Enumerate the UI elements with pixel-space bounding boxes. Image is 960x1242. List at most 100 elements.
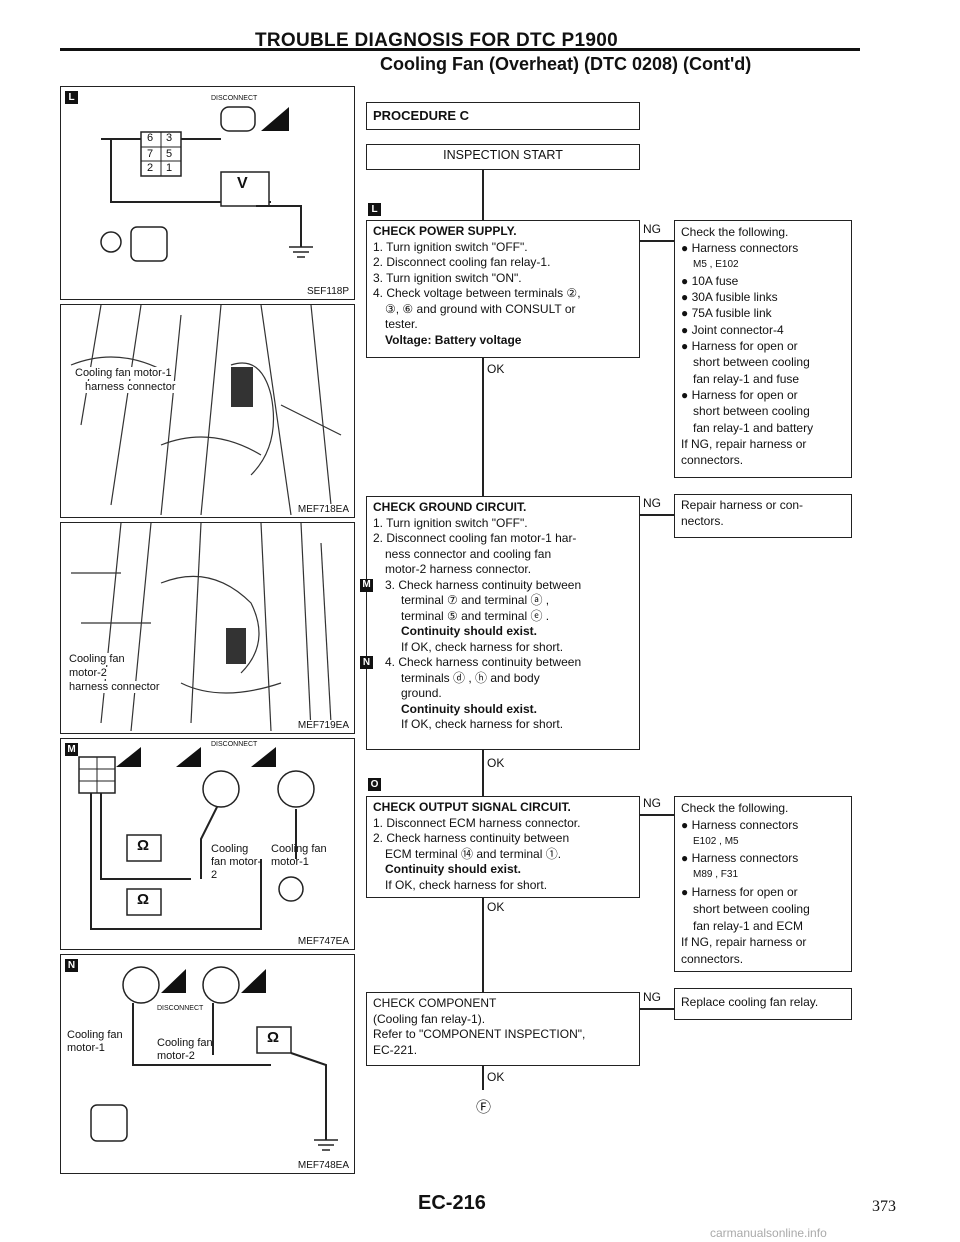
continuity-diagram-m: [78, 747, 315, 930]
step-line: 1. Turn ignition switch "OFF".: [373, 239, 528, 254]
panel-l-voltage-diagram: L 6 3 7 5 2 1 V DISCONNECT SEF118P: [60, 86, 355, 300]
ohmmeter-symbol-1: Ω: [137, 837, 150, 854]
step-line: 2. Check harness continuity between: [373, 831, 570, 845]
ng-line: short between cooling: [693, 355, 810, 370]
panel-tag: N: [65, 959, 78, 972]
terminal-3: 3: [166, 132, 173, 144]
ng-line: Repair harness or con-: [681, 498, 804, 512]
step-line: 1. Turn ignition switch "OFF".: [373, 515, 528, 530]
photo1-label-2: harness connector: [83, 381, 178, 393]
ng-line: ● 30A fusible links: [681, 290, 778, 305]
step-check-ground-circuit: CHECK GROUND CIRCUIT. 1. Turn ignition s…: [360, 496, 640, 750]
ng-arrow: [640, 514, 674, 516]
figure-code: MEF718EA: [295, 504, 351, 515]
ng-line: short between cooling: [693, 901, 810, 916]
terminal-2: 2: [147, 162, 154, 174]
engine-photo-1: [70, 305, 342, 515]
ohmmeter-symbol-2: Ω: [137, 891, 150, 908]
ng-line: connectors.: [681, 952, 744, 967]
ng-line: fan relay-1 and ECM: [693, 918, 804, 933]
ng-line: ● Harness for open or: [681, 339, 798, 354]
motor2-label: Cooling fan motor-2: [157, 1037, 213, 1062]
terminal-7: 7: [147, 148, 154, 160]
ng-connector-ids: M89 , F31: [693, 869, 739, 881]
connector-line: [482, 358, 484, 496]
step-tag-l: L: [368, 203, 381, 216]
ok-label: OK: [487, 1070, 505, 1084]
ng-label: NG: [643, 990, 661, 1004]
step-check-power-supply: CHECK POWER SUPPLY. 1. Turn ignition swi…: [366, 220, 640, 358]
step-line: If OK, check harness for short.: [401, 639, 564, 654]
step-line: ECM terminal ⑭ and terminal ①.: [385, 846, 562, 861]
step-line: 4. Check voltage between terminals ②,: [373, 286, 581, 300]
ng-arrow: [640, 1008, 674, 1010]
sub-tag-m: M: [360, 578, 373, 592]
connector-line: [482, 170, 484, 220]
sub-tag-n: N: [360, 656, 373, 669]
disconnect-label: DISCONNECT: [211, 741, 258, 748]
terminal-6: 6: [147, 132, 154, 144]
connector-line: [482, 750, 484, 796]
terminal-5: 5: [166, 148, 173, 160]
step-line: 1. Disconnect ECM harness connector.: [373, 815, 581, 830]
procedure-text: PROCEDURE C: [373, 108, 470, 123]
start-text: INSPECTION START: [443, 148, 563, 162]
ng-line: ● Harness for open or: [681, 387, 798, 402]
page-title: TROUBLE DIAGNOSIS FOR DTC P1900: [255, 30, 618, 51]
ng-arrow: [640, 240, 674, 242]
step-spec: Voltage: Battery voltage: [385, 332, 522, 347]
sub4-text: 4. Check harness continuity between: [385, 655, 582, 669]
step-line: tester.: [385, 317, 418, 331]
connector-line: [482, 898, 484, 992]
ng-line: If NG, repair harness or: [681, 436, 807, 451]
ok-label: OK: [487, 900, 505, 914]
ng-connector-ids: M5 , E102: [693, 258, 739, 270]
ng-line: ● Joint connector-4: [681, 322, 784, 337]
panel-m-continuity-diagram: M Ω Ω Cooling fan motor-2 Cooling fan mo…: [60, 738, 355, 950]
step-tag-o: O: [368, 778, 381, 791]
step-line: terminal ⑤ and terminal ⓔ .: [401, 608, 550, 623]
step-line: If OK, check harness for short.: [401, 717, 564, 731]
sub3-text: 3. Check harness continuity between: [385, 577, 582, 592]
step-line: terminal ⑦ and terminal ⓐ ,: [401, 593, 550, 607]
panel-photo-motor2-connector: Cooling fan motor-2 harness connector ME…: [60, 522, 355, 734]
step-line: (Cooling fan relay-1).: [373, 1011, 486, 1026]
panel-n-ground-diagram: N Ω Cooling fan motor-1 Cooling fan moto…: [60, 954, 355, 1174]
ng-line: Replace cooling fan relay.: [681, 995, 819, 1009]
step-title: CHECK OUTPUT SIGNAL CIRCUIT.: [373, 800, 571, 814]
inspection-start: INSPECTION START: [366, 144, 640, 170]
disconnect-label: DISCONNECT: [211, 95, 258, 102]
figure-code: MEF719EA: [295, 720, 351, 731]
page-subtitle: Cooling Fan (Overheat) (DTC 0208) (Cont'…: [380, 54, 752, 74]
ng-arrow: [640, 814, 674, 816]
motor2-label: Cooling fan motor-2: [211, 843, 262, 881]
ng-line: ● Harness connectors: [681, 817, 799, 832]
ng-check-list-1: Check the following. ● Harness connector…: [674, 220, 852, 478]
photo2-label-1: Cooling fan: [67, 653, 127, 665]
panel-photo-motor1-connector: Cooling fan motor-1 harness connector ME…: [60, 304, 355, 518]
ok-label: OK: [487, 756, 505, 770]
step-line: ③, ⑥ and ground with CONSULT or: [385, 301, 576, 316]
page-number: 373: [872, 1198, 896, 1215]
step-line: ground.: [401, 686, 442, 700]
ng-line: connectors.: [681, 453, 744, 468]
step-line: EC-221.: [373, 1042, 418, 1057]
panel-tag: M: [65, 743, 78, 756]
step-line: motor-2 harness connector.: [385, 562, 532, 576]
step-title: CHECK POWER SUPPLY.: [373, 224, 517, 238]
ng-replace-relay: Replace cooling fan relay.: [674, 988, 852, 1020]
ng-line: ● 75A fusible link: [681, 306, 772, 321]
voltmeter-symbol: V: [237, 175, 248, 192]
connector-line: [482, 1066, 484, 1090]
step-spec: Continuity should exist.: [385, 862, 522, 876]
ng-check-list-3: Check the following. ● Harness connector…: [674, 796, 852, 972]
page-code: EC-216: [418, 1192, 486, 1214]
figure-code: MEF748EA: [295, 1160, 351, 1171]
ng-line: fan relay-1 and battery: [693, 420, 814, 435]
ng-line: short between cooling: [693, 404, 810, 419]
voltage-check-diagram: [100, 106, 313, 262]
photo1-label-1: Cooling fan motor-1: [73, 367, 174, 379]
continue-marker-f: Ⓕ: [476, 1099, 492, 1116]
ground-continuity-diagram-n: [90, 966, 338, 1151]
step-spec: Continuity should exist.: [401, 701, 538, 716]
